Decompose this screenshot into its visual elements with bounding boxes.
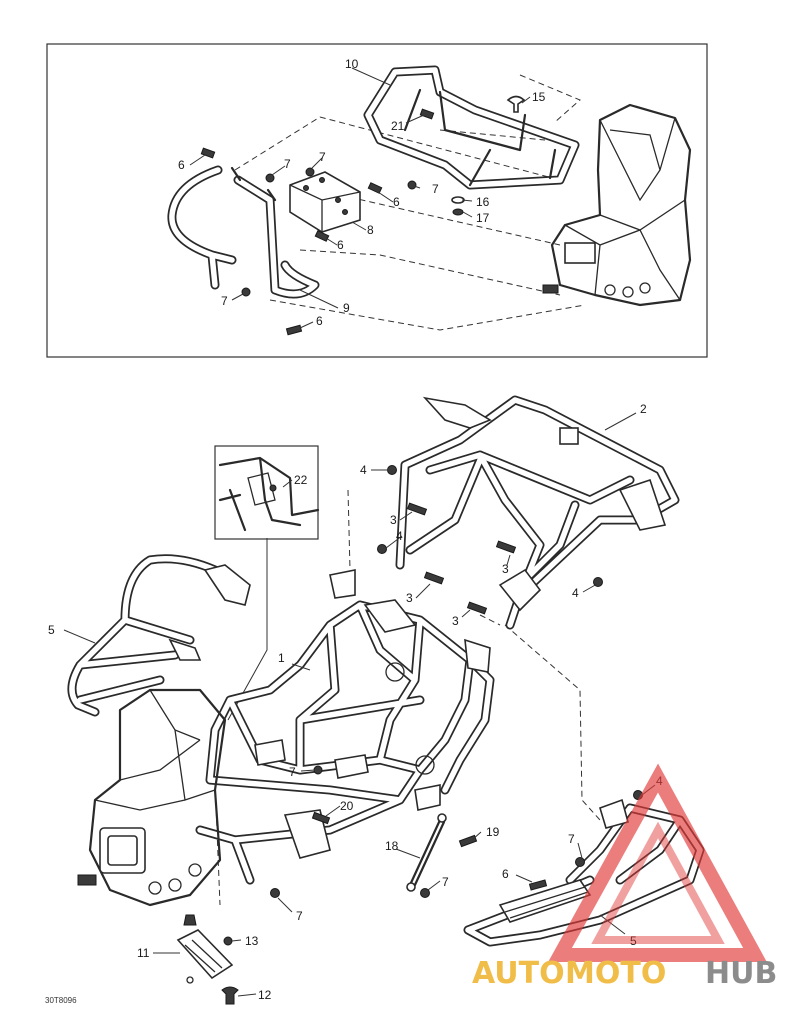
- callout-15: 15: [532, 90, 546, 104]
- callout-4: 4: [572, 586, 579, 600]
- main-dashed-guides: [214, 489, 601, 906]
- callout-3: 3: [390, 513, 397, 527]
- callout-5: 5: [48, 623, 55, 637]
- callout-18: 18: [385, 839, 399, 853]
- callout-11: 11: [137, 946, 150, 960]
- callout-7: 7: [432, 182, 439, 196]
- callout-7: 7: [221, 294, 228, 308]
- callout-6: 6: [502, 867, 509, 881]
- rear-subframe: [395, 395, 680, 630]
- callout-19: 19: [486, 825, 500, 839]
- rear-rack: [363, 65, 580, 190]
- callout-5: 5: [630, 934, 637, 948]
- callout-17: 17: [476, 211, 490, 225]
- inset-panel-border: [46, 43, 708, 358]
- callout-3: 3: [406, 591, 413, 605]
- inset-frame: [542, 103, 692, 307]
- callout-20: 20: [340, 799, 354, 813]
- callout-6: 6: [337, 238, 344, 252]
- callout-3: 3: [452, 614, 459, 628]
- support-rod: [406, 813, 447, 892]
- callout-3: 3: [502, 562, 509, 576]
- callout-10: 10: [345, 57, 359, 71]
- callout-16: 16: [476, 195, 490, 209]
- callout-7: 7: [568, 832, 575, 846]
- callout-9: 9: [343, 301, 350, 315]
- main-leaders: [63, 412, 656, 997]
- bolt-icon: [200, 147, 216, 159]
- callout-6: 6: [316, 314, 323, 328]
- callout-7: 7: [319, 150, 326, 164]
- callout-6: 6: [393, 195, 400, 209]
- triangle-logo-icon: [548, 763, 767, 962]
- watermark-hub: HUB: [705, 956, 777, 991]
- callout-1: 1: [278, 651, 285, 665]
- inset-dashed-guides: [234, 74, 586, 331]
- callout-4: 4: [396, 529, 403, 543]
- callout-22: 22: [294, 473, 308, 487]
- inset-fasteners: [200, 95, 526, 336]
- left-front-bumper: [67, 554, 251, 717]
- callout-2: 2: [640, 402, 647, 416]
- watermark-logo: AUTO MOTO HUB: [472, 763, 777, 991]
- inset-leaders: [189, 67, 531, 329]
- front-bracket: [289, 171, 361, 233]
- skid-plate: [176, 929, 234, 984]
- callout-6: 6: [178, 158, 185, 172]
- callout-4: 4: [360, 463, 367, 477]
- main-frame: [77, 569, 495, 907]
- callout-7: 7: [284, 157, 291, 171]
- watermark-moto: MOTO: [565, 956, 666, 991]
- callout-13: 13: [245, 934, 259, 948]
- detail-inset: [214, 445, 320, 721]
- callout-7: 7: [442, 875, 449, 889]
- watermark-auto: AUTO: [472, 956, 565, 991]
- callout-12: 12: [258, 988, 272, 1002]
- front-bumper: [167, 165, 320, 299]
- callout-7: 7: [296, 909, 303, 923]
- callout-8: 8: [367, 223, 374, 237]
- figure-code: 30T8096: [45, 996, 77, 1005]
- callout-7: 7: [289, 765, 296, 779]
- callout-21: 21: [391, 119, 405, 133]
